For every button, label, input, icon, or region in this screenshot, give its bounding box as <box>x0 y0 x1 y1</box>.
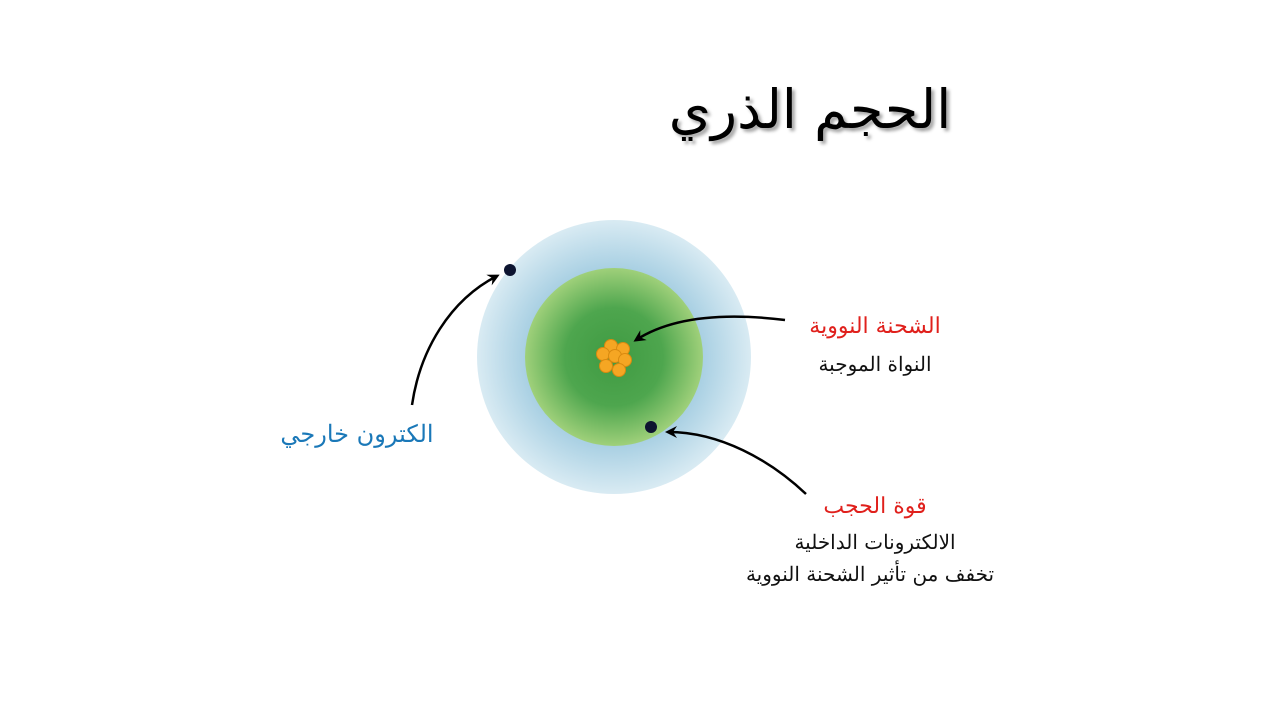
shielding-heading: قوة الحجب <box>823 494 927 519</box>
outer-electron-arrow <box>410 274 500 406</box>
shielding-line1: الالكترونات الداخلية <box>794 530 956 554</box>
nuclear-charge-arrow <box>633 315 786 342</box>
diagram-title: الحجم الذري <box>668 78 952 141</box>
inner-electron-icon <box>645 421 657 433</box>
shielding-line2: تخفف من تأثير الشحنة النووية <box>745 562 995 586</box>
shielding-arrow <box>665 426 807 495</box>
outer-electron-label: الكترون خارجي <box>280 420 434 448</box>
nuclear-charge-sub: النواة الموجبة <box>818 352 932 376</box>
outer-electron-icon <box>504 264 516 276</box>
nucleus-icon <box>596 339 632 377</box>
nuclear-charge-heading: الشحنة النووية <box>809 314 941 339</box>
